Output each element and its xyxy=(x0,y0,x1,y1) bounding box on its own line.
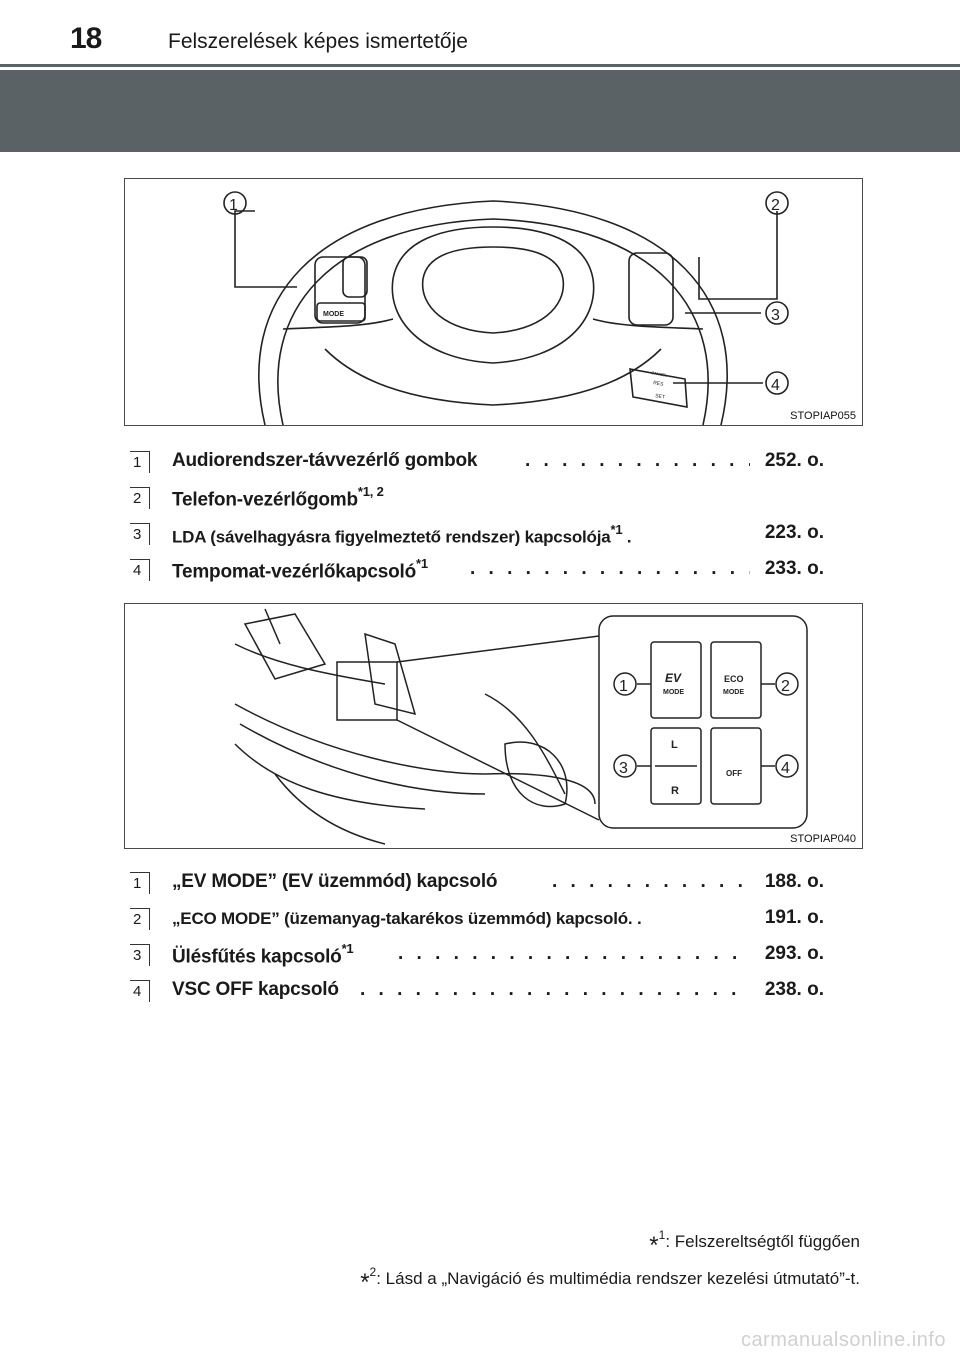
list-item: 1 Audiorendszer-távvezérlő gombok . . . … xyxy=(130,445,830,481)
item-page: 252. o. xyxy=(764,450,824,471)
steering-wheel-figure: 1 2 3 4 MODE RES SET CANCEL STOPIAP055 xyxy=(124,178,863,426)
footnotes: *1: Felszereltségtől függően *2: Lásd a … xyxy=(360,1222,860,1296)
eco-mode-label: MODE xyxy=(723,689,744,696)
item-page: 188. o. xyxy=(764,871,824,892)
list-item: 4 VSC OFF kapcsoló . . . . . . . . . . .… xyxy=(130,974,830,1010)
item-page: 223. o. xyxy=(764,522,824,543)
item-page: 191. o. xyxy=(764,907,824,928)
footnote-2: *2: Lásd a „Navigáció és multimédia rend… xyxy=(360,1265,860,1296)
leader-dots: . . . . . . . . . . . . . . . . . . . . … xyxy=(470,558,750,579)
callout-2-label: 2 xyxy=(781,678,790,695)
center-console-drawing: 1 2 3 4 EV MODE ECO MODE L R OFF xyxy=(234,608,808,845)
legend-steering: 1 Audiorendszer-távvezérlő gombok . . . … xyxy=(130,445,830,589)
item-page: 233. o. xyxy=(764,558,824,579)
figure-code: STOPIAP055 xyxy=(790,410,856,422)
item-page: 293. o. xyxy=(764,943,824,964)
callout-1-label: 1 xyxy=(229,197,238,214)
center-console-figure: 1 2 3 4 EV MODE ECO MODE L R OFF STOPIAP… xyxy=(124,603,863,849)
seat-left-label: L xyxy=(671,739,678,751)
mode-button-label: MODE xyxy=(323,311,344,318)
callout-4-label: 4 xyxy=(771,377,780,394)
legend-console: 1 „EV MODE” (EV üzemmód) kapcsoló . . . … xyxy=(130,866,830,1010)
footnote-1: *1: Felszereltségtől függően xyxy=(649,1228,860,1259)
vsc-off-label: OFF xyxy=(726,769,742,778)
item-text: Tempomat-vezérlőkapcsoló*1 xyxy=(172,556,428,583)
leader-dots: . . . . . . . . . . . . . . . . . . . . … xyxy=(552,871,750,892)
res-label: RES xyxy=(653,380,665,388)
item-number: 3 xyxy=(130,523,150,545)
callout-2-label: 2 xyxy=(771,197,780,214)
item-number: 2 xyxy=(130,487,150,509)
item-text: Ülésfűtés kapcsoló*1 xyxy=(172,941,354,968)
callout-3-label: 3 xyxy=(619,760,628,777)
item-text: „EV MODE” (EV üzemmód) kapcsoló xyxy=(172,871,498,892)
page-number: 18 xyxy=(70,22,102,55)
item-text: LDA (sávelhagyásra figyelmeztető rendsze… xyxy=(172,522,632,547)
list-item: 2 „ECO MODE” (üzemanyag-takarékos üzemmó… xyxy=(130,902,830,938)
ev-mode-label: MODE xyxy=(663,689,684,696)
callout-4-label: 4 xyxy=(781,760,790,777)
ev-switch-label: EV xyxy=(665,671,682,685)
eco-switch-label: ECO xyxy=(724,674,744,684)
item-page: 238. o. xyxy=(764,979,824,1000)
header-band xyxy=(0,70,960,152)
list-item: 1 „EV MODE” (EV üzemmód) kapcsoló . . . … xyxy=(130,866,830,902)
list-item: 4 Tempomat-vezérlőkapcsoló*1 . . . . . .… xyxy=(130,553,830,589)
item-number: 4 xyxy=(130,980,150,1002)
item-text: „ECO MODE” (üzemanyag-takarékos üzemmód)… xyxy=(172,909,642,928)
seat-right-label: R xyxy=(671,785,679,797)
item-text: Telefon-vezérlőgomb*1, 2 xyxy=(172,484,384,511)
cancel-label: CANCEL xyxy=(651,370,669,378)
callout-3-label: 3 xyxy=(771,307,780,324)
section-title: Felszerelések képes ismertetője xyxy=(168,30,468,53)
item-number: 4 xyxy=(130,559,150,581)
header-rule xyxy=(0,64,960,67)
list-item: 2 Telefon-vezérlőgomb*1, 2 xyxy=(130,481,830,517)
item-text: Audiorendszer-távvezérlő gombok xyxy=(172,450,478,471)
item-number: 1 xyxy=(130,451,150,473)
leader-dots: . . . . . . . . . . . . . . . . . . . . … xyxy=(525,450,750,471)
set-label: SET xyxy=(655,393,666,401)
leader-dots: . . . . . . . . . . . . . . . . . . . . … xyxy=(360,979,750,1000)
item-number: 3 xyxy=(130,944,150,966)
callout-1-label: 1 xyxy=(619,678,628,695)
figure-code: STOPIAP040 xyxy=(790,833,856,845)
watermark: carmanualsonline.info xyxy=(740,1329,946,1351)
steering-wheel-drawing: 1 2 3 4 MODE RES SET CANCEL xyxy=(223,191,789,425)
item-text: VSC OFF kapcsoló xyxy=(172,979,339,1000)
list-item: 3 LDA (sávelhagyásra figyelmeztető rends… xyxy=(130,517,830,553)
list-item: 3 Ülésfűtés kapcsoló*1 . . . . . . . . .… xyxy=(130,938,830,974)
leader-dots: . . . . . . . . . . . . . . . . . . . . … xyxy=(398,943,750,964)
item-number: 2 xyxy=(130,908,150,930)
item-number: 1 xyxy=(130,872,150,894)
